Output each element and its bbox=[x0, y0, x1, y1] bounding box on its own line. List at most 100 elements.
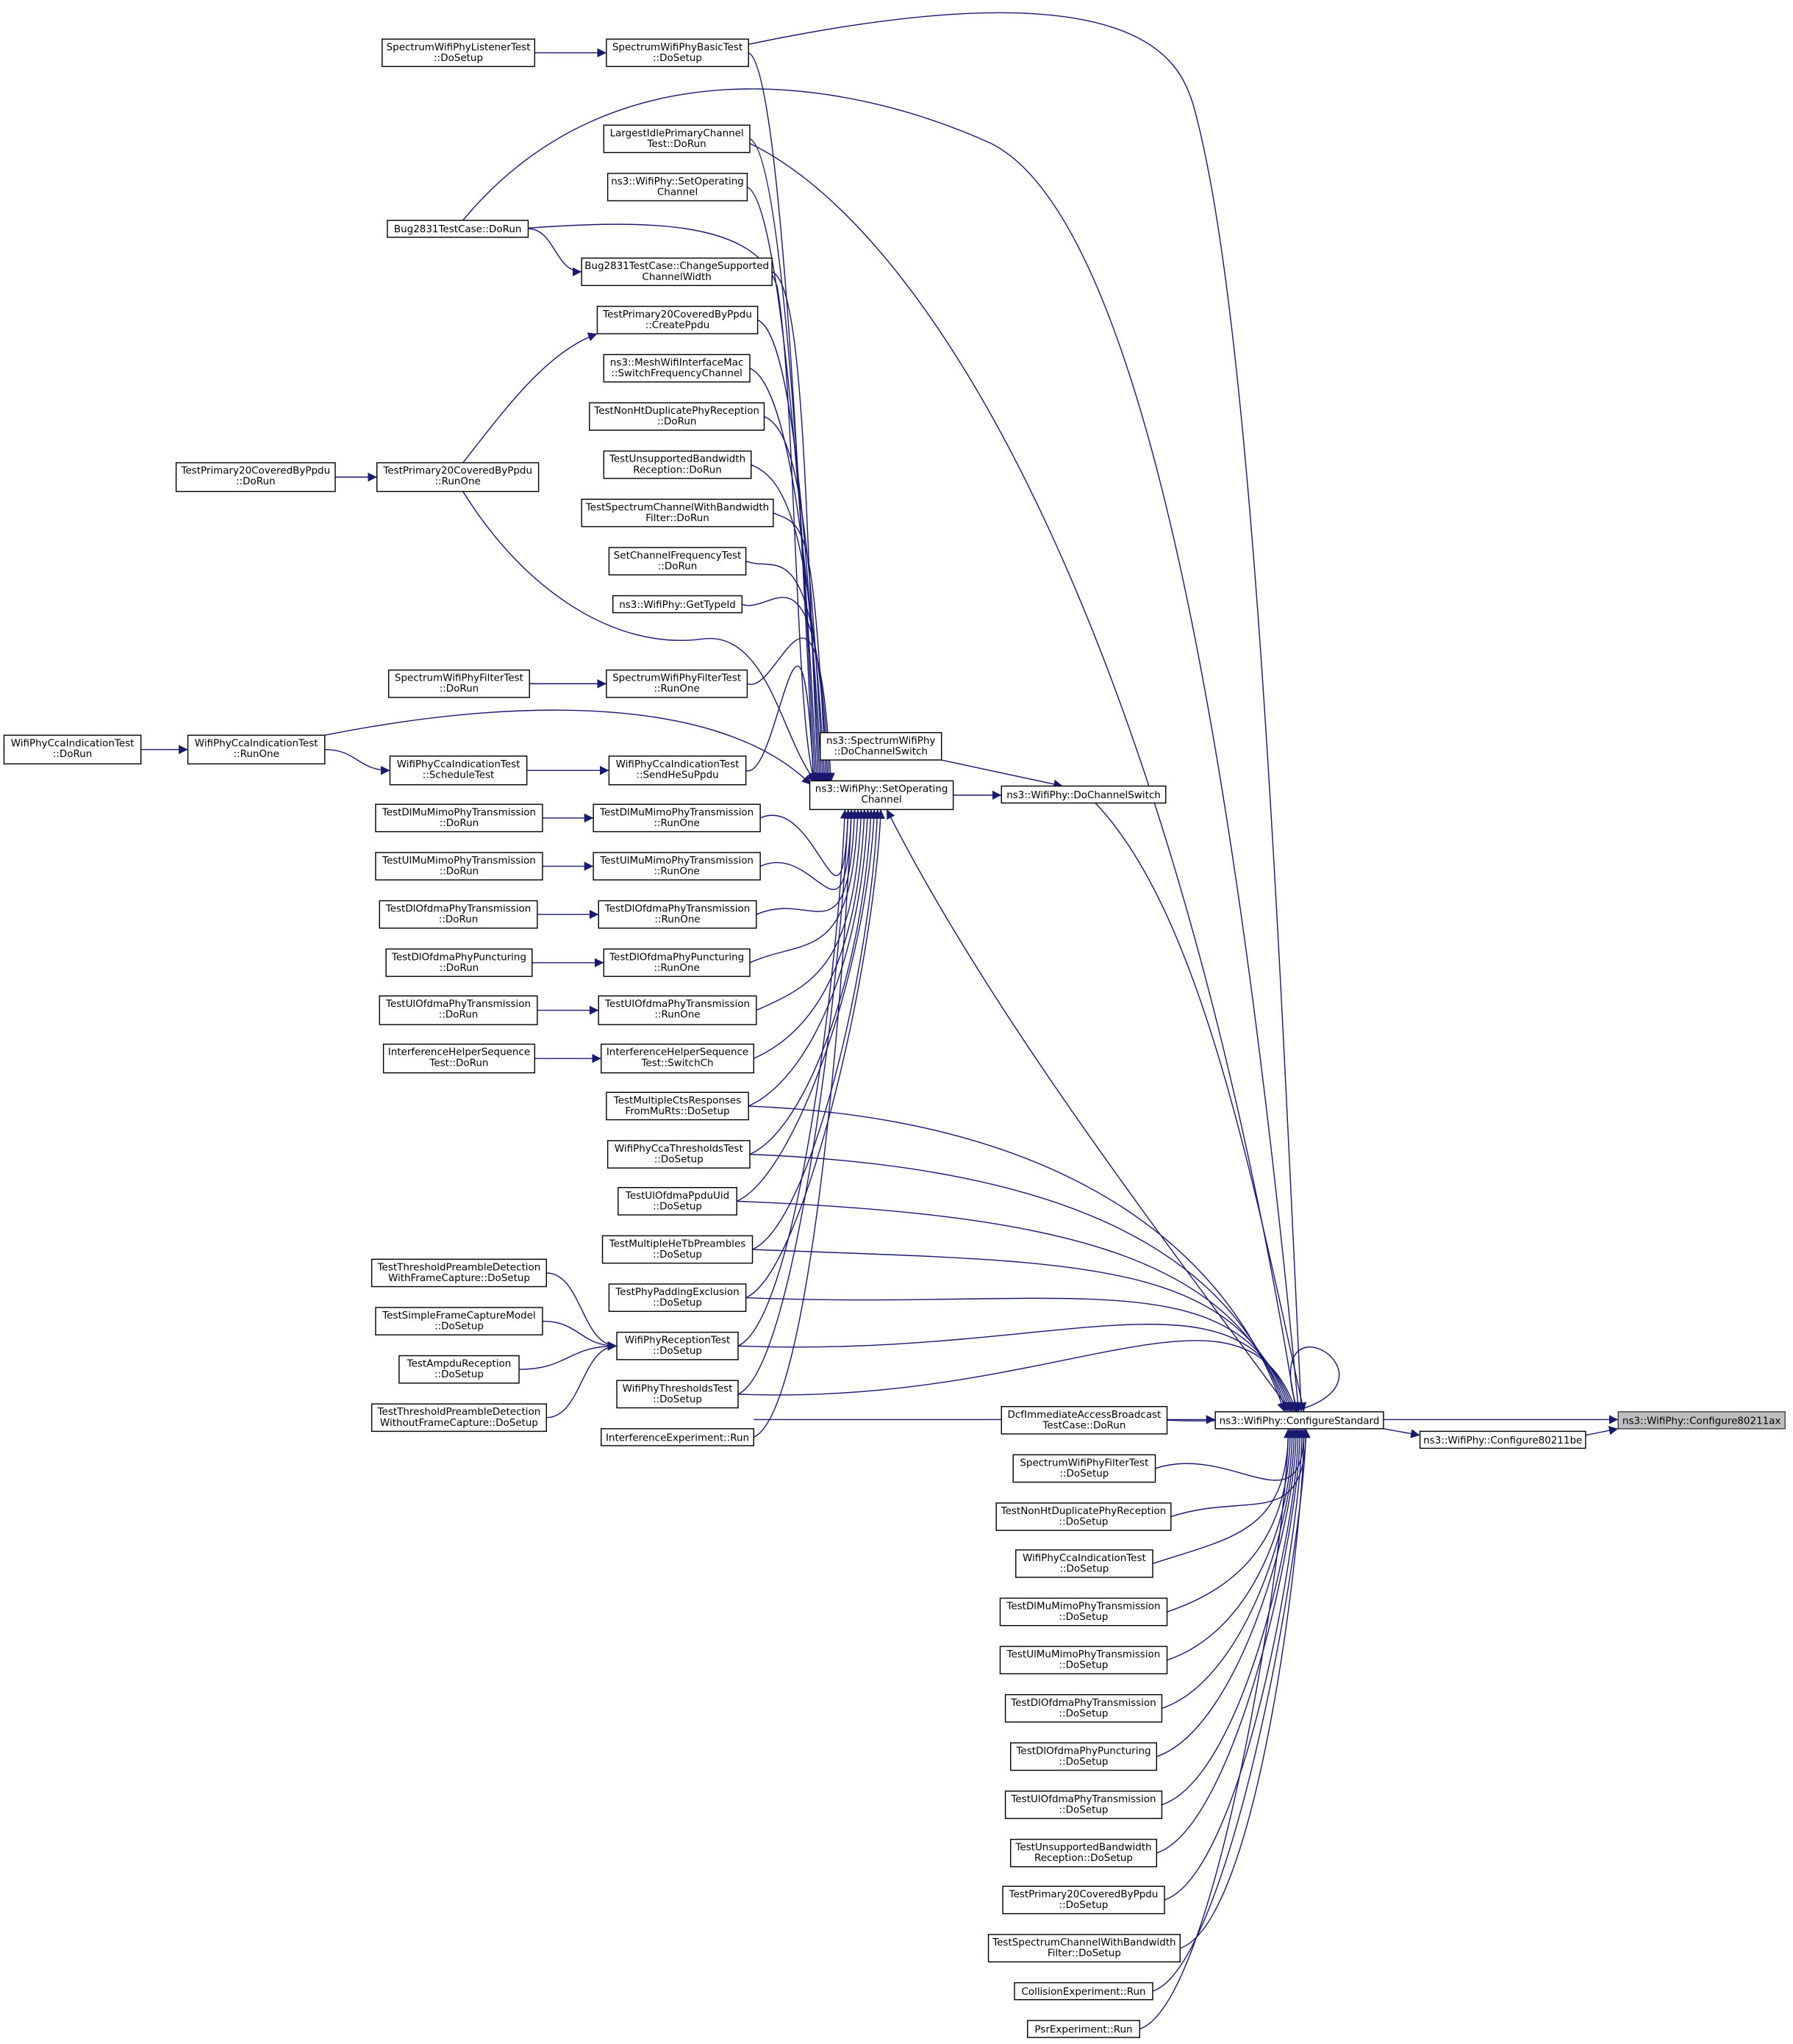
node-interf[interactable]: InterferenceExperiment::Run bbox=[601, 1428, 755, 1446]
node-ulofset[interactable]: TestUlOfdmaPhyTransmission::DoSetup bbox=[1004, 1790, 1163, 1819]
node-p20one[interactable]: TestPrimary20CoveredByPpdu::RunOne bbox=[376, 462, 540, 492]
edge-bugrun-to-cfgstd bbox=[462, 88, 1303, 1412]
node-listen[interactable]: SpectrumWifiPhyListenerTest::DoSetup bbox=[382, 38, 536, 68]
node-cfgstd[interactable]: ns3::WifiPhy::ConfigureStandard bbox=[1214, 1411, 1384, 1430]
edge-dlofset-to-cfgstd bbox=[1162, 1428, 1299, 1709]
node-cfgbe[interactable]: ns3::WifiPhy::Configure80211be bbox=[1419, 1430, 1586, 1449]
node-ccaone[interactable]: WifiPhyCcaIndicationTest::RunOne bbox=[187, 734, 326, 765]
node-p20ppdu[interactable]: TestPrimary20CoveredByPpdu::CreatePpdu bbox=[596, 306, 759, 334]
node-box bbox=[379, 995, 538, 1025]
node-dlmuone[interactable]: TestDlMuMimoPhyTransmission::RunOne bbox=[593, 803, 761, 833]
node-dlpunset[interactable]: TestDlOfdmaPhyPuncturing::DoSetup bbox=[1009, 1742, 1158, 1771]
node-padding[interactable]: TestPhyPaddingExclusion::DoSetup bbox=[608, 1283, 747, 1312]
node-box bbox=[593, 803, 761, 833]
edge-dcf-to-cfgstd bbox=[1167, 1346, 1340, 1421]
node-specfiltset[interactable]: TestSpectrumChannelWithBandwidthFilter::… bbox=[987, 1934, 1181, 1962]
edge-dosw-to-cfgstd bbox=[1095, 803, 1307, 1412]
node-p20run[interactable]: TestPrimary20CoveredByPpdu::DoRun bbox=[175, 462, 336, 492]
node-ulmurun[interactable]: TestUlMuMimoPhyTransmission::DoRun bbox=[375, 852, 543, 881]
edge-hetb-to-cfgstd bbox=[752, 1249, 1292, 1413]
node-ccarun[interactable]: WifiPhyCcaIndicationTest::DoRun bbox=[3, 734, 142, 765]
node-unsupset[interactable]: TestUnsupportedBandwidthReception::DoSet… bbox=[1009, 1838, 1158, 1868]
node-ccathr[interactable]: WifiPhyCcaThresholdsTest::DoSetup bbox=[606, 1140, 751, 1169]
node-specsw[interactable]: ns3::SpectrumWifiPhy::DoChannelSwitch bbox=[820, 732, 942, 761]
node-tpdwo[interactable]: TestThresholdPreambleDetectionWithoutFra… bbox=[371, 1403, 547, 1432]
node-ulmuset[interactable]: TestUlMuMimoPhyTransmission::DoSetup bbox=[999, 1646, 1168, 1675]
node-ulmuone[interactable]: TestUlMuMimoPhyTransmission::RunOne bbox=[593, 852, 761, 881]
node-dlofset[interactable]: TestDlOfdmaPhyTransmission::DoSetup bbox=[1004, 1693, 1163, 1723]
node-mcts[interactable]: TestMultipleCtsResponsesFromMuRts::DoSet… bbox=[606, 1091, 749, 1121]
node-sfcm[interactable]: TestSimpleFrameCaptureModel::DoSetup bbox=[375, 1307, 543, 1335]
node-box bbox=[987, 1934, 1181, 1962]
node-label: TestDlOfdmaPhyTransmission bbox=[604, 903, 751, 915]
node-dlofrun[interactable]: TestDlOfdmaPhyTransmission::DoRun bbox=[379, 900, 538, 929]
node-label: ::DoSetup bbox=[434, 1321, 484, 1333]
node-box bbox=[387, 669, 530, 698]
edge-dlmuset-to-cfgstd bbox=[1167, 1428, 1295, 1613]
node-label: ::RunOne bbox=[654, 683, 699, 695]
node-coll[interactable]: CollisionExperiment::Run bbox=[1014, 1982, 1153, 2001]
node-specfiltrun[interactable]: TestSpectrumChannelWithBandwidthFilter::… bbox=[581, 498, 774, 528]
node-ccasend[interactable]: WifiPhyCcaIndicationTest::SendHeSuPpdu bbox=[608, 755, 747, 786]
node-dcf[interactable]: DcfImmediateAccessBroadcastTestCase::DoR… bbox=[1001, 1406, 1168, 1435]
node-label: TestMultipleHeTbPreambles bbox=[609, 1238, 746, 1249]
node-ampdu[interactable]: TestAmpduReception::DoSetup bbox=[398, 1355, 520, 1384]
node-hetb[interactable]: TestMultipleHeTbPreambles::DoSetup bbox=[601, 1235, 754, 1264]
node-nonhtrun[interactable]: TestNonHtDuplicatePhyReception::DoRun bbox=[589, 402, 765, 431]
node-dlmurun[interactable]: TestDlMuMimoPhyTransmission::DoRun bbox=[375, 803, 543, 833]
node-dlpunone[interactable]: TestDlOfdmaPhyPuncturing::RunOne bbox=[603, 948, 751, 978]
edge-typeid-to-setop bbox=[742, 597, 834, 783]
node-filtset[interactable]: SpectrumWifiPhyFilterTest::DoSetup bbox=[1012, 1454, 1156, 1483]
node-ccaset[interactable]: WifiPhyCcaIndicationTest::DoSetup bbox=[1015, 1549, 1153, 1578]
node-box bbox=[389, 755, 528, 786]
node-box bbox=[1001, 1406, 1168, 1435]
edge-ulofone-to-setop bbox=[756, 809, 866, 1011]
edge-interf-to-setop bbox=[753, 809, 856, 1438]
node-label: TestNonHtDuplicatePhyReception bbox=[593, 405, 759, 417]
node-label: TestUlOfdmaPpduUid bbox=[625, 1190, 729, 1202]
node-label: TestDlOfdmaPhyPuncturing bbox=[609, 951, 744, 963]
node-dlpunrun[interactable]: TestDlOfdmaPhyPuncturing::DoRun bbox=[385, 948, 533, 978]
node-label: TestDlMuMimoPhyTransmission bbox=[1006, 1601, 1160, 1613]
node-ulofone[interactable]: TestUlOfdmaPhyTransmission::RunOne bbox=[598, 995, 757, 1025]
node-box bbox=[1009, 1742, 1158, 1771]
node-dlofone[interactable]: TestDlOfdmaPhyTransmission::RunOne bbox=[598, 900, 757, 929]
node-filtone[interactable]: SpectrumWifiPhyFilterTest::RunOne bbox=[606, 669, 748, 698]
node-recv[interactable]: WifiPhyReceptionTest::DoSetup bbox=[616, 1331, 739, 1360]
node-psr[interactable]: PsrExperiment::Run bbox=[1027, 2020, 1140, 2038]
node-basic[interactable]: SpectrumWifiPhyBasicTest::DoSetup bbox=[606, 38, 749, 68]
node-bugchg[interactable]: Bug2831TestCase::ChangeSupportedChannelW… bbox=[581, 257, 773, 287]
node-typeid[interactable]: ns3::WifiPhy::GetTypeId bbox=[612, 595, 743, 614]
node-dlmuset[interactable]: TestDlMuMimoPhyTransmission::DoSetup bbox=[999, 1597, 1168, 1627]
node-bugrun[interactable]: Bug2831TestCase::DoRun bbox=[387, 220, 529, 238]
node-label: TestUlMuMimoPhyTransmission bbox=[599, 855, 754, 867]
edge-ccasend-to-setop bbox=[745, 665, 818, 783]
node-label: Reception::DoRun bbox=[633, 464, 722, 476]
node-label: WifiPhyCcaIndicationTest bbox=[11, 737, 135, 749]
node-setchf[interactable]: SetChannelFrequencyTest::DoRun bbox=[608, 547, 747, 575]
node-cfgax[interactable]: ns3::WifiPhy::Configure80211ax bbox=[1617, 1411, 1786, 1430]
node-ulppdu[interactable]: TestUlOfdmaPpduUid::DoSetup bbox=[618, 1187, 737, 1216]
node-label: ns3::WifiPhy::SetOperating bbox=[611, 176, 744, 187]
node-mesh[interactable]: ns3::MeshWifiInterfaceMac::SwitchFrequen… bbox=[603, 354, 751, 383]
node-tpdwith[interactable]: TestThresholdPreambleDetectionWithFrameC… bbox=[371, 1258, 547, 1288]
edge-ccathr-to-cfgstd bbox=[749, 1153, 1288, 1413]
node-ulofrun[interactable]: TestUlOfdmaPhyTransmission::DoRun bbox=[379, 995, 538, 1025]
node-thr[interactable]: WifiPhyThresholdsTest::DoSetup bbox=[616, 1380, 739, 1409]
node-box bbox=[581, 257, 773, 287]
node-ccasched[interactable]: WifiPhyCcaIndicationTest::ScheduleTest bbox=[389, 755, 528, 786]
node-nonhtset[interactable]: TestNonHtDuplicatePhyReception::DoSetup bbox=[995, 1502, 1172, 1531]
node-label: TestCase::DoRun bbox=[1042, 1419, 1125, 1431]
node-box bbox=[581, 498, 774, 528]
node-filtrun[interactable]: SpectrumWifiPhyFilterTest::DoRun bbox=[387, 669, 530, 698]
node-p20set[interactable]: TestPrimary20CoveredByPpdu::DoSetup bbox=[1002, 1885, 1165, 1915]
edge-p20one-to-setop bbox=[462, 491, 817, 783]
node-dosw[interactable]: ns3::WifiPhy::DoChannelSwitch bbox=[1001, 785, 1167, 804]
node-label: ::DoSetup bbox=[1059, 1611, 1109, 1623]
